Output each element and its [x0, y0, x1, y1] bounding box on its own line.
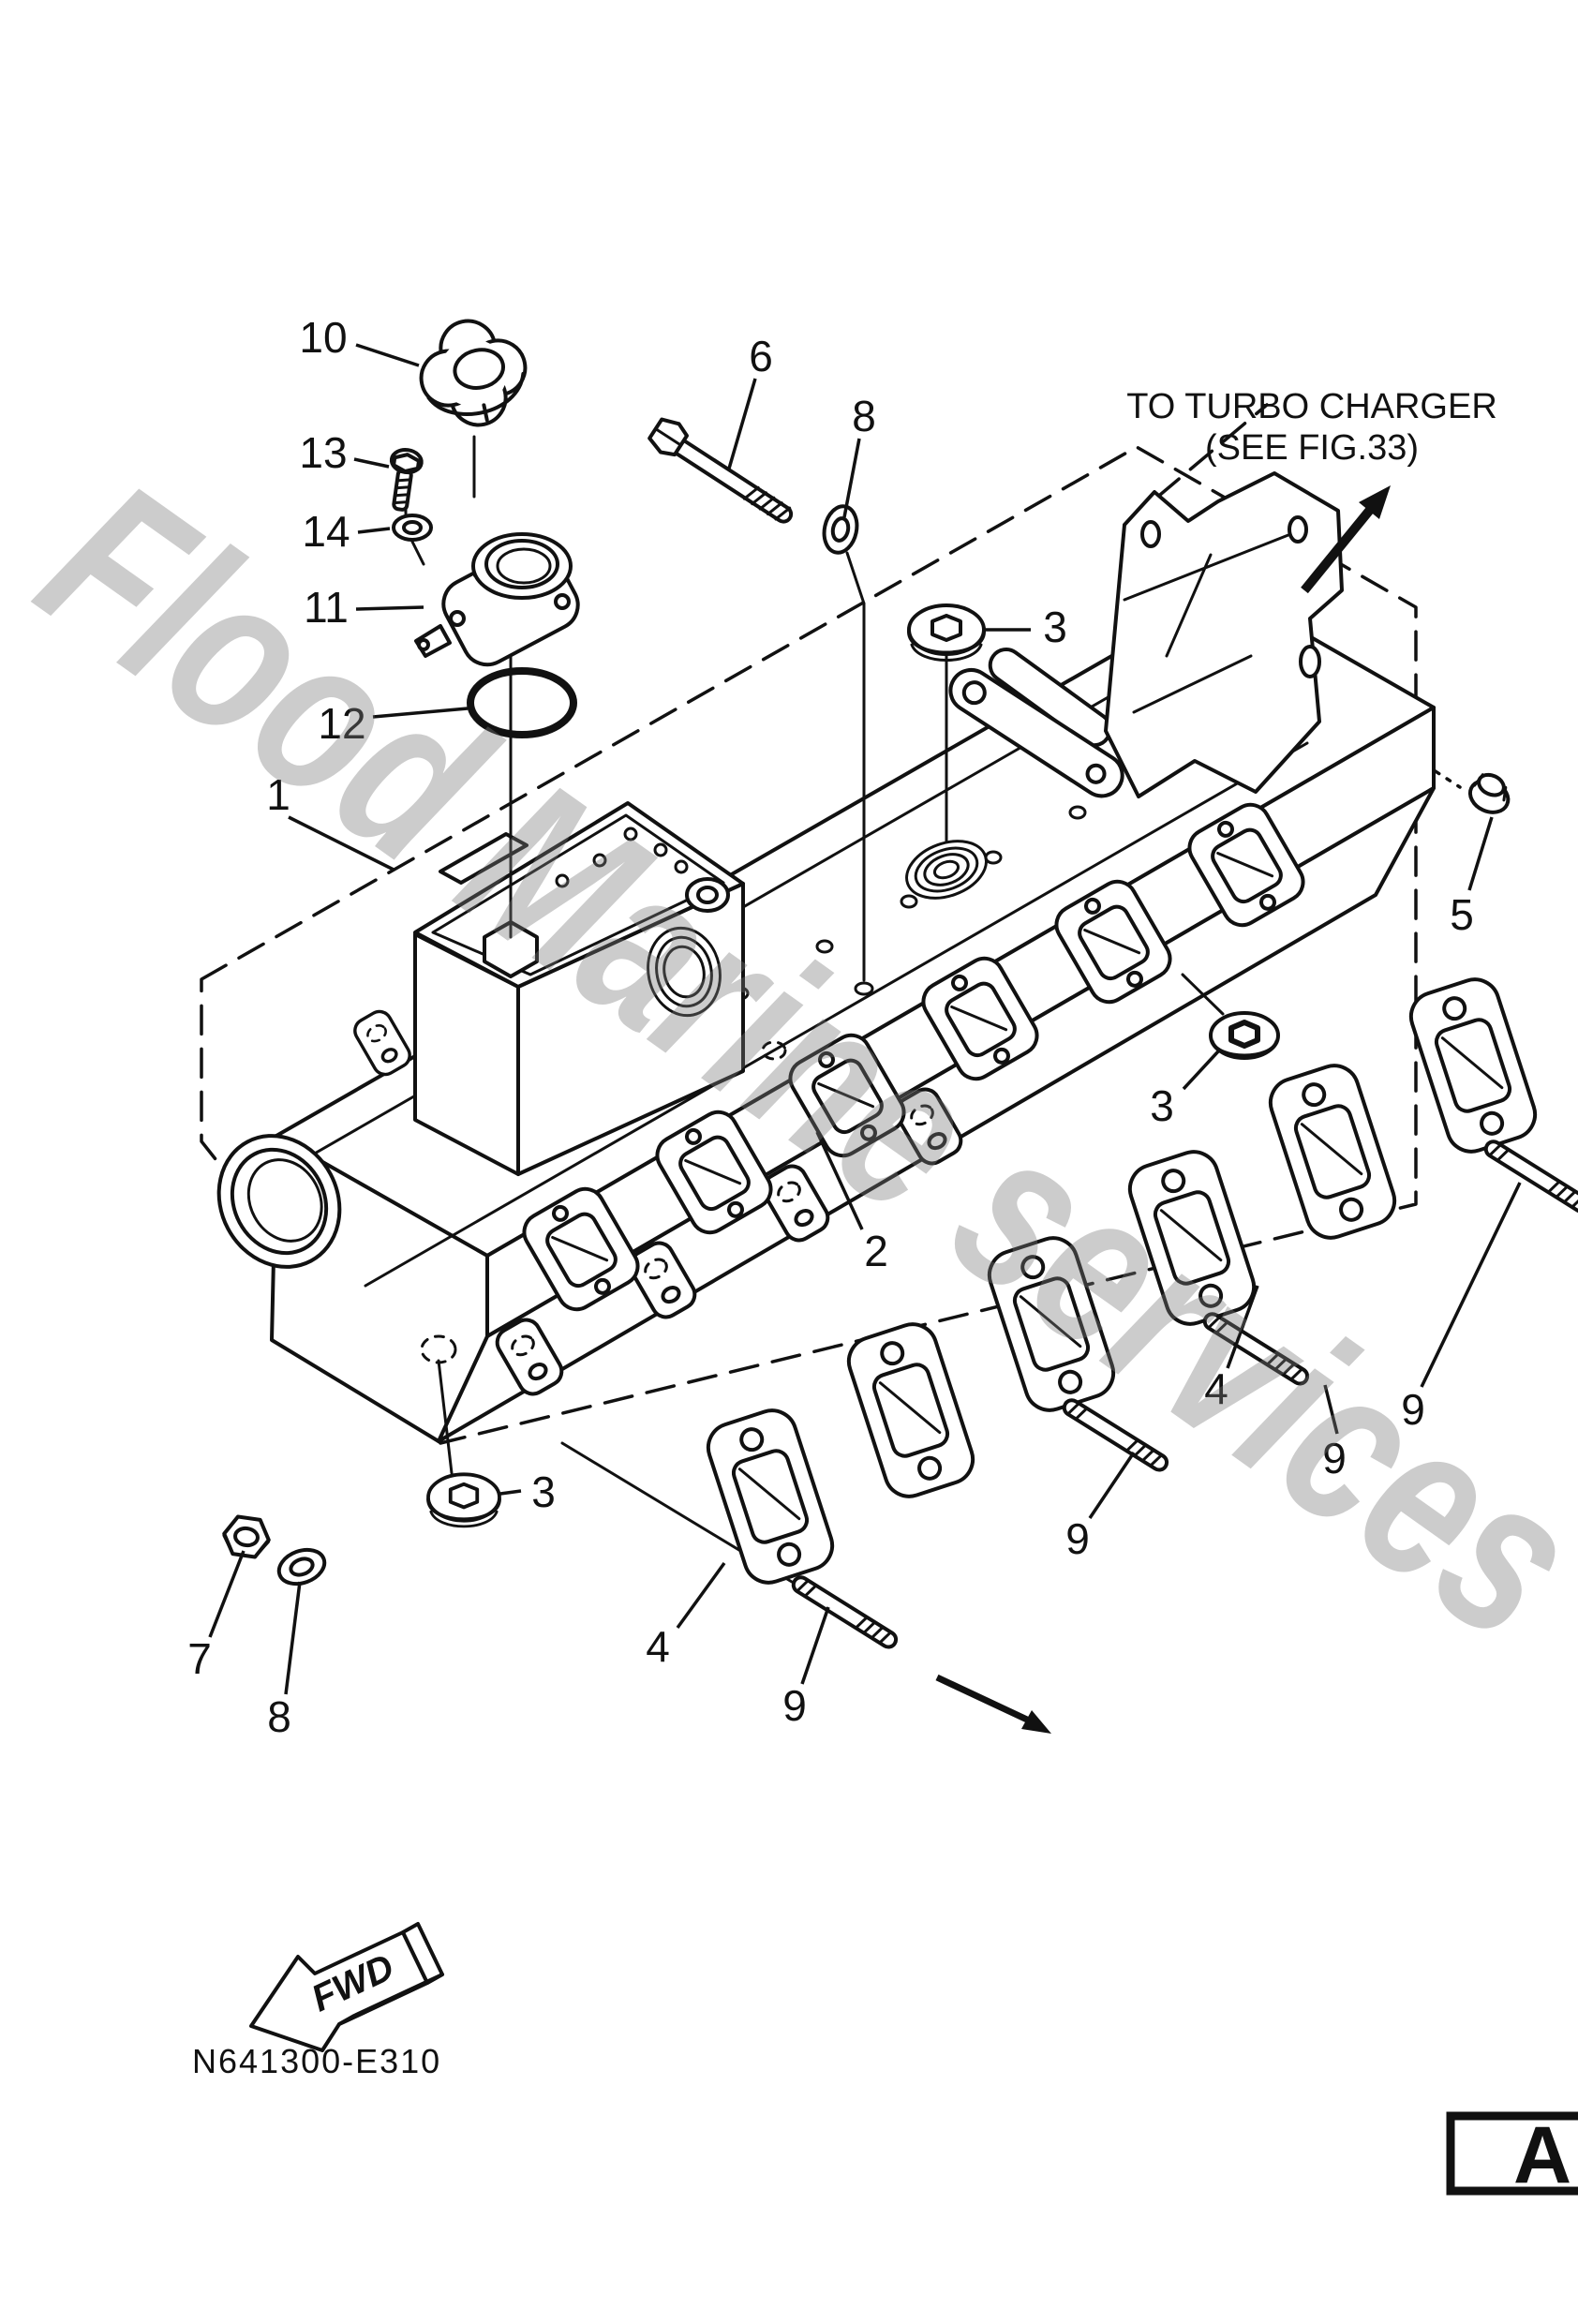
callout-leader-4: [1226, 1285, 1259, 1369]
section-label: A: [1513, 2110, 1571, 2200]
callout-leader-10: [355, 343, 420, 367]
callout-label-8: 8: [267, 1692, 291, 1741]
blind-plug-top: [907, 603, 986, 663]
callout-leader-4: [676, 1561, 726, 1630]
callout-leader-3: [499, 1489, 522, 1496]
callout-label-2: 2: [864, 1227, 888, 1275]
assembly-lines: [404, 435, 1225, 1475]
callout-label-8: 8: [852, 392, 876, 440]
callout-leader-9: [1420, 1182, 1522, 1388]
turbo-note-line1: TO TURBO CHARGER: [1126, 387, 1497, 426]
callout-leader-8: [842, 438, 861, 518]
callout-label-10: 10: [299, 313, 347, 362]
callout-leader-11: [355, 605, 424, 611]
support-strut: [948, 647, 1124, 798]
drawing-number: N641300-E310: [192, 2042, 441, 2080]
callout-leader-9: [1323, 1384, 1339, 1435]
blind-plug-bottom: [426, 1472, 501, 1528]
callout-leader-6: [727, 378, 757, 469]
callout-leader-14: [357, 527, 391, 534]
sealing-washer-8-upper: [818, 501, 863, 558]
blind-plug-side: [1209, 1011, 1280, 1060]
forward-direction-arrow: [935, 1674, 1051, 1734]
section-box: A: [1446, 2110, 1578, 2200]
turbo-note-line2: (SEE FIG.33): [1205, 428, 1419, 468]
callout-leader-2: [815, 1131, 864, 1230]
callout-label-12: 12: [318, 699, 365, 748]
callout-label-13: 13: [299, 428, 347, 477]
callout-leader-13: [353, 457, 390, 469]
callout-label-11: 11: [304, 583, 349, 632]
callout-label-4: 4: [646, 1622, 670, 1671]
hidden-hole: [420, 1334, 457, 1364]
callout-leader-5: [1467, 816, 1494, 891]
callout-label-9: 9: [1401, 1385, 1425, 1434]
callout-label-7: 7: [187, 1634, 212, 1683]
heat-exchanger-housing: [349, 801, 745, 1176]
callout-label-5: 5: [1450, 890, 1474, 939]
callout-label-3: 3: [1150, 1081, 1174, 1130]
callout-leader-8: [284, 1581, 302, 1695]
turbo-mounting-bracket: [1104, 471, 1344, 798]
water-outlet-pipe: [216, 1134, 342, 1269]
flange-bolt: [648, 417, 794, 524]
callout-layer: 10 13 14 11 12 1 6 8 3 5 3 2 4 9 9 9 9 7 8 3 4: [187, 313, 1522, 1741]
anode-cover-bolt: [389, 447, 424, 512]
anode-cap: [419, 319, 528, 427]
callout-leader-9: [1088, 1452, 1136, 1519]
callout-label-9: 9: [782, 1681, 807, 1730]
callout-label-3: 3: [1043, 603, 1067, 651]
turbo-direction-arrow: [1301, 485, 1391, 594]
callout-label-6: 6: [749, 332, 773, 380]
sealing-washer-8-lower: [272, 1542, 332, 1592]
anode-cover-plate: [414, 532, 580, 667]
callout-label-4: 4: [1204, 1364, 1228, 1413]
plug-bolt: [1467, 772, 1511, 814]
hex-nut: [222, 1514, 271, 1559]
callout-label-3: 3: [531, 1467, 556, 1516]
callout-label-9: 9: [1322, 1434, 1347, 1482]
callout-label-9: 9: [1065, 1514, 1090, 1563]
callout-label-1: 1: [266, 770, 290, 819]
callout-leader-7: [208, 1550, 246, 1638]
callout-leader-12: [372, 707, 469, 719]
callout-leader-9: [800, 1606, 830, 1685]
sealing-washer-14: [392, 514, 433, 542]
callout-leader-1: [288, 815, 394, 872]
boss-ring: [685, 877, 730, 913]
fwd-mark: FWD: [249, 1922, 444, 2052]
callout-leader-3: [1182, 1050, 1220, 1091]
assembly-boundary-outline: [200, 445, 1418, 1445]
o-ring: [467, 667, 577, 738]
callout-label-14: 14: [302, 507, 350, 556]
